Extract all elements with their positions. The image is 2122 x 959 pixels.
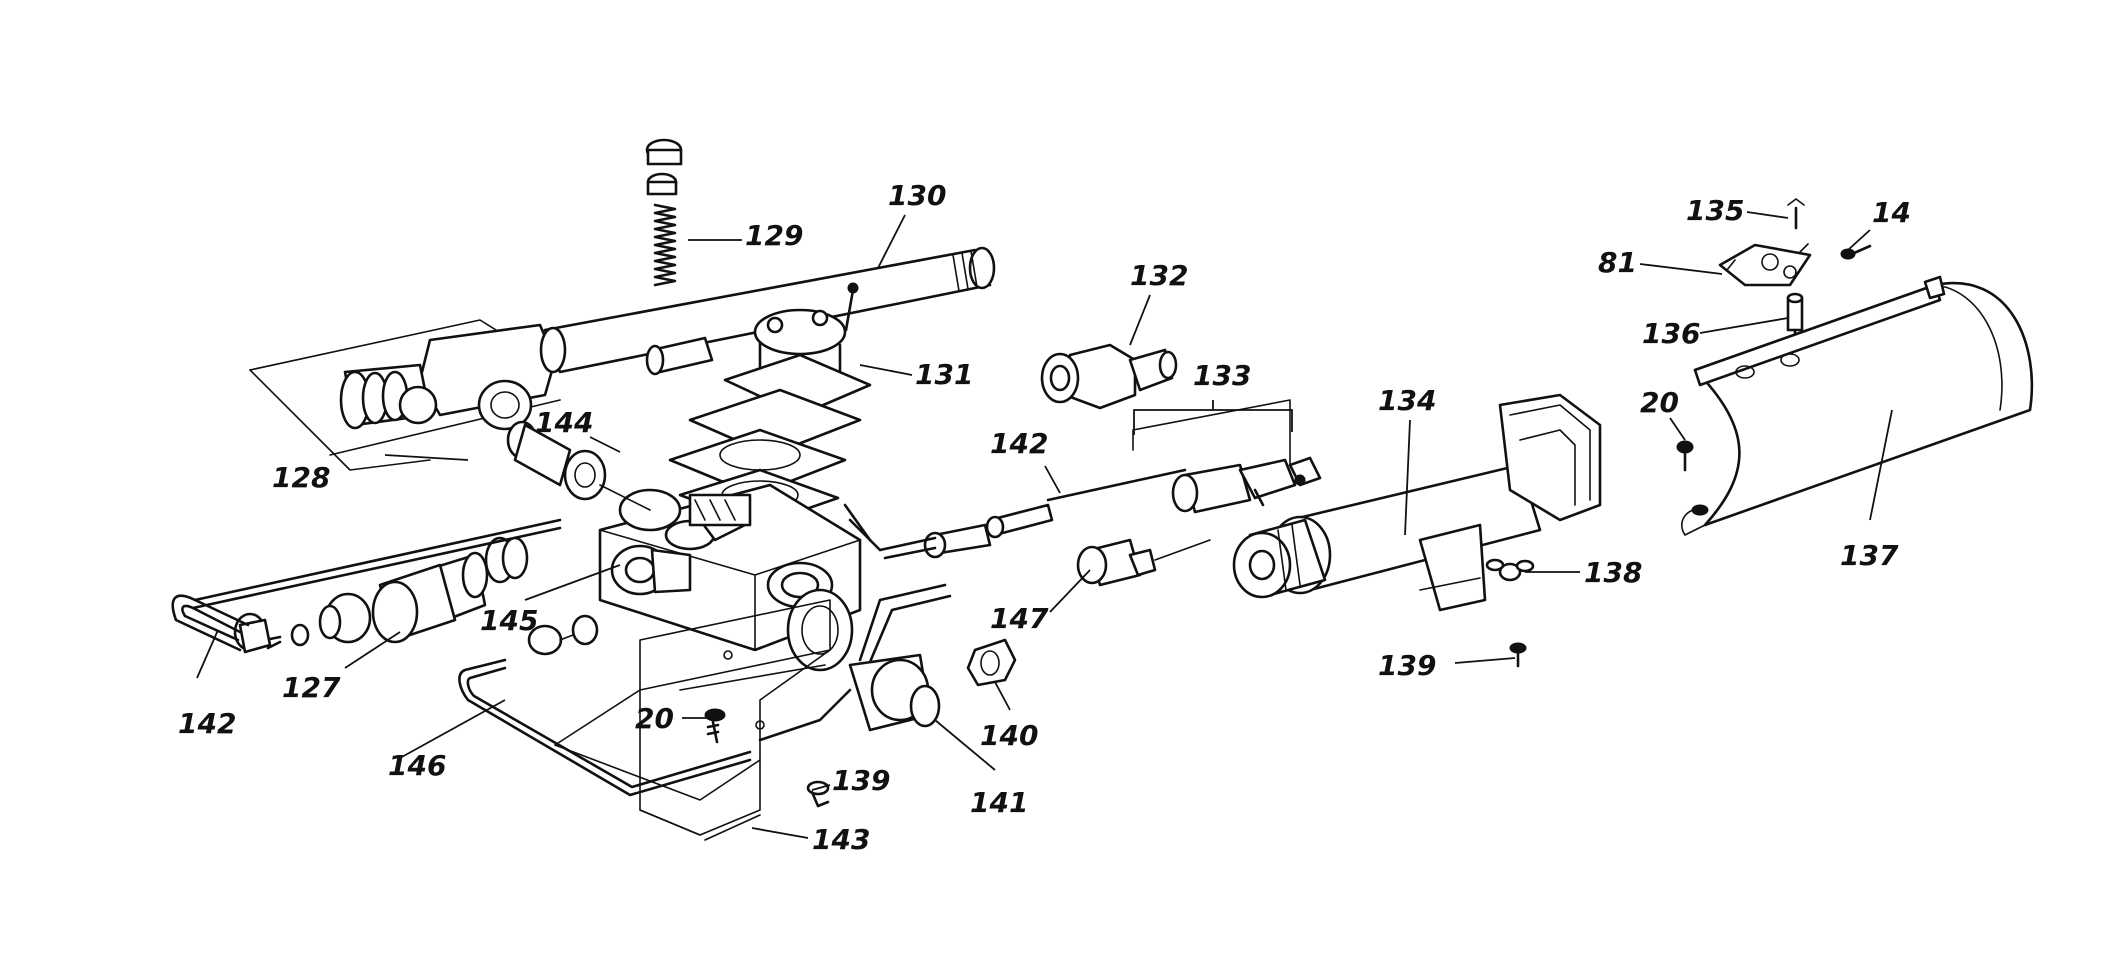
main-pump-block — [598, 483, 862, 672]
part-133-assembly — [1076, 399, 1322, 587]
part-137-cover — [1681, 275, 2034, 536]
label-138: 138 — [1584, 556, 1642, 589]
label-20-left: 20 — [635, 702, 674, 735]
part-144-adapter — [506, 420, 651, 511]
label-133: 133 — [1193, 359, 1251, 392]
label-141: 141 — [970, 786, 1028, 819]
label-81: 81 — [1598, 246, 1637, 279]
part-81-bracket — [1718, 243, 1812, 287]
label-147: 147 — [990, 602, 1049, 635]
part-128-elbow-fitting — [249, 319, 561, 471]
label-146: 146 — [388, 749, 446, 782]
label-127: 127 — [282, 671, 341, 704]
part-142-tube — [171, 518, 562, 652]
label-139-left: 139 — [832, 764, 890, 797]
label-139-right: 139 — [1378, 649, 1436, 682]
label-135: 135 — [1686, 194, 1744, 227]
label-20-right: 20 — [1640, 386, 1679, 419]
part-142-cable-mid — [843, 468, 1187, 560]
part-140-nut — [966, 638, 1017, 687]
part-145-fitting — [527, 544, 692, 656]
label-140: 140 — [980, 719, 1038, 752]
part-labels: 129 130 131 132 133 134 135 14 81 136 20… — [178, 179, 1911, 856]
label-134: 134 — [1378, 384, 1436, 417]
part-132-fitting — [1040, 343, 1178, 410]
part-130-pipe — [539, 246, 996, 376]
part-20-screw-left — [704, 708, 726, 744]
label-130: 130 — [888, 179, 946, 212]
leader-lines — [196, 211, 1893, 839]
label-132: 132 — [1130, 259, 1188, 292]
part-138-wing-nut — [1485, 558, 1535, 582]
part-127-valve-assembly — [233, 536, 529, 654]
label-143: 143 — [812, 823, 870, 856]
part-134-burner-tube — [1232, 393, 1602, 612]
label-128: 128 — [272, 461, 330, 494]
part-139-screw-right — [1509, 642, 1527, 668]
label-142-mid: 142 — [990, 427, 1048, 460]
label-145: 145 — [480, 604, 538, 637]
label-144: 144 — [535, 406, 593, 439]
label-137: 137 — [1840, 539, 1899, 572]
part-143-bracket — [554, 599, 831, 841]
label-142-left: 142 — [178, 707, 236, 740]
label-136: 136 — [1642, 317, 1700, 350]
part-14-screw — [1840, 244, 1872, 260]
label-131: 131 — [915, 358, 973, 391]
part-20-screw-right — [1676, 440, 1694, 472]
part-141-fitting — [758, 583, 952, 742]
part-135-screw — [1787, 198, 1805, 230]
part-146-tube — [458, 658, 752, 797]
label-129: 129 — [745, 219, 803, 252]
label-14: 14 — [1872, 196, 1911, 229]
